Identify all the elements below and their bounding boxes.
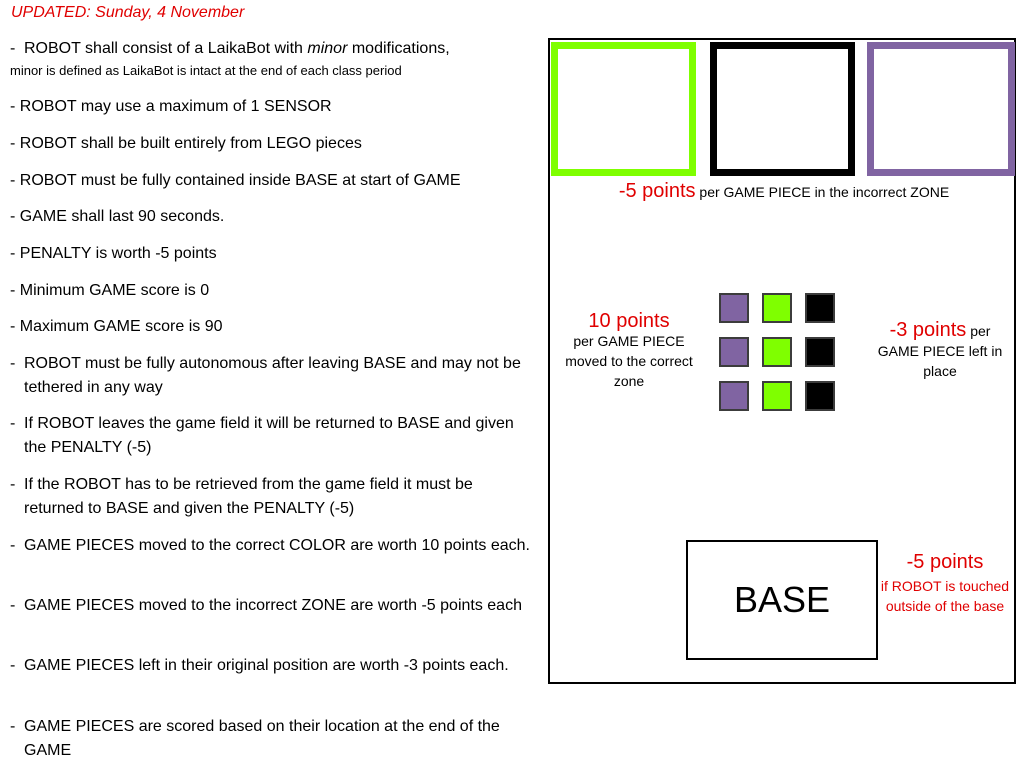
game-piece-black — [805, 293, 835, 323]
rule-item: -GAME PIECES left in their original posi… — [10, 657, 509, 674]
left-per: per — [970, 323, 991, 339]
rule-item: -ROBOT must be fully autonomous after le… — [10, 355, 521, 396]
game-piece-green — [762, 381, 792, 411]
rule-item: - PENALTY is worth -5 points — [10, 245, 217, 262]
left-desc: GAME PIECE left in place — [877, 343, 1003, 379]
correct-zone-label: 10 points per GAME PIECE moved to the co… — [563, 311, 695, 391]
rule-item: -If the ROBOT has to be retrieved from t… — [10, 476, 473, 517]
zone-green — [551, 42, 696, 176]
zone-purple — [867, 42, 1015, 176]
rule-item: -GAME PIECES are scored based on their l… — [10, 718, 500, 759]
game-piece-purple — [719, 337, 749, 367]
rule-item: - Maximum GAME score is 90 — [10, 318, 223, 335]
game-piece-purple — [719, 293, 749, 323]
incorrect-points: -5 points — [618, 180, 696, 202]
rule-text: GAME PIECES are scored based on their lo… — [24, 718, 500, 759]
game-piece-black — [805, 381, 835, 411]
game-field — [548, 38, 1016, 684]
rule-text: GAME PIECES moved to the incorrect ZONE … — [24, 597, 522, 614]
rule-text: ROBOT shall consist of a LaikaBot with — [24, 40, 308, 57]
game-piece-black — [805, 337, 835, 367]
left-in-place-label: -3 points per GAME PIECE left in place — [872, 320, 1008, 381]
rule-item: -GAME PIECES moved to the correct COLOR … — [10, 537, 530, 554]
touch-points: -5 points — [906, 551, 984, 573]
touch-desc: if ROBOT is touched outside of the base — [880, 578, 1010, 614]
rule-item: -GAME PIECES moved to the incorrect ZONE… — [10, 597, 522, 614]
rule-item: -ROBOT shall consist of a LaikaBot with … — [10, 37, 535, 81]
rule-text: GAME PIECES left in their original posit… — [24, 657, 509, 674]
correct-points: 10 points — [588, 310, 670, 332]
incorrect-zone-label: -5 points per GAME PIECE in the incorrec… — [556, 181, 1012, 202]
rule-text: If ROBOT leaves the game field it will b… — [24, 415, 514, 456]
rule-item: - ROBOT may use a maximum of 1 SENSOR — [10, 98, 332, 115]
zone-black — [710, 42, 855, 176]
rule-text: modifications, — [347, 40, 450, 57]
rule-text: If the ROBOT has to be retrieved from th… — [24, 476, 473, 517]
left-points: -3 points — [889, 319, 967, 341]
game-piece-green — [762, 293, 792, 323]
game-piece-green — [762, 337, 792, 367]
correct-desc: per GAME PIECE moved to the correct zone — [565, 333, 693, 389]
rule-item: - Minimum GAME score is 0 — [10, 282, 210, 299]
rule-item: - GAME shall last 90 seconds. — [10, 208, 225, 225]
rule-item: -If ROBOT leaves the game field it will … — [10, 415, 514, 456]
incorrect-desc: per GAME PIECE in the incorrect ZONE — [699, 184, 950, 200]
base-label: BASE — [733, 579, 831, 620]
game-piece-purple — [719, 381, 749, 411]
updated-date: UPDATED: Sunday, 4 November — [11, 4, 245, 21]
base-penalty-label: -5 points if ROBOT is touched outside of… — [880, 552, 1010, 616]
base-box: BASE — [686, 540, 878, 660]
rule-item: - ROBOT shall be built entirely from LEG… — [10, 135, 362, 152]
rule-text: GAME PIECES moved to the correct COLOR a… — [24, 537, 530, 554]
rule-item: - ROBOT must be fully contained inside B… — [10, 172, 461, 189]
rule-emphasis: minor — [307, 40, 348, 57]
rule-text: ROBOT must be fully autonomous after lea… — [24, 355, 521, 396]
rule-note: minor is defined as LaikaBot is intact a… — [10, 63, 402, 78]
